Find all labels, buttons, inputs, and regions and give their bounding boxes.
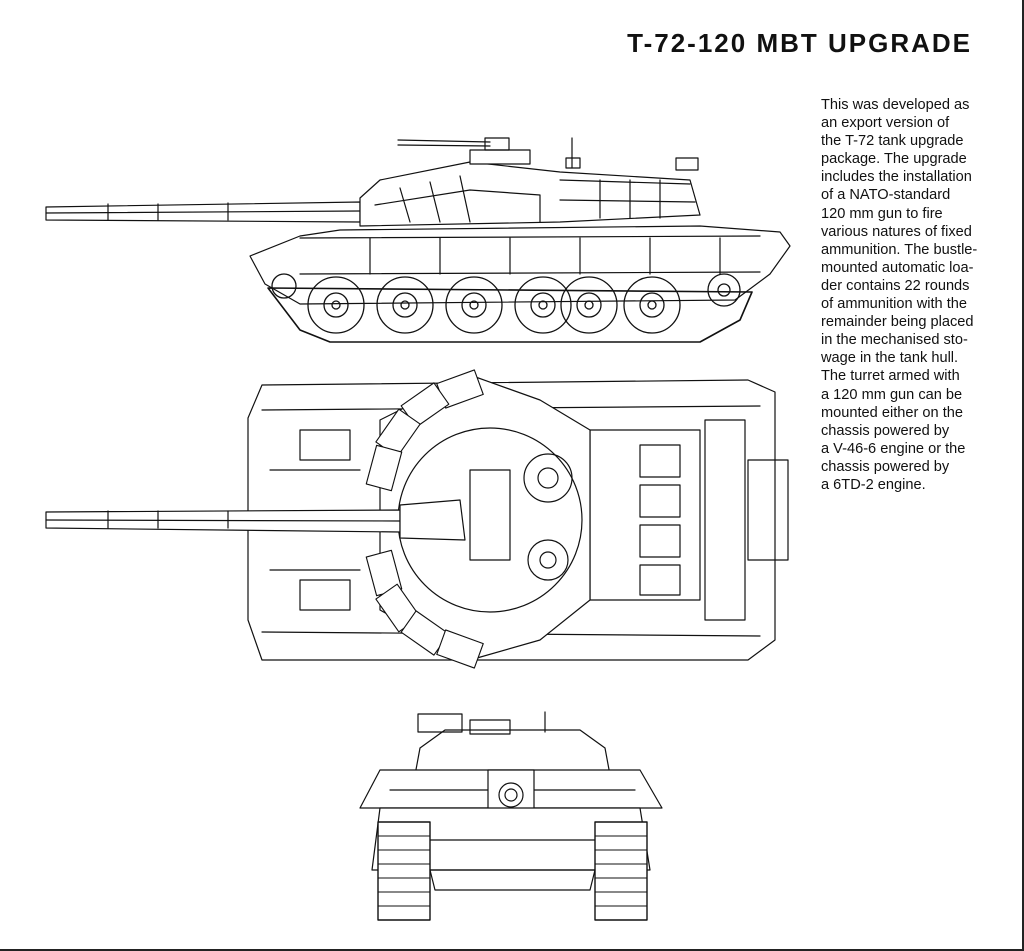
description-line: chassis powered by [821, 422, 950, 439]
front-view-drawing [360, 712, 662, 920]
description-text: This was developed as an export version … [821, 96, 1001, 494]
description-line: package. The upgrade [821, 151, 967, 168]
description-line: of ammunition with the [821, 296, 968, 313]
description-line: a V-46-6 engine or the [821, 440, 966, 457]
description-line: an export version of [821, 115, 950, 132]
description-line: various natures of fixed [821, 223, 972, 240]
description-line: The turret armed with [821, 368, 960, 385]
description-line: mounted automatic loa- [821, 259, 974, 276]
description-line: the T-72 tank upgrade [821, 133, 964, 150]
top-view-drawing [46, 370, 788, 668]
description-line: a 120 mm gun can be [821, 386, 963, 403]
description-line: 120 mm gun to fire [821, 205, 943, 222]
description-line: in the mechanised sto- [821, 332, 968, 349]
side-view-drawing [46, 138, 790, 342]
description-line: of a NATO-standard [821, 187, 951, 204]
description-line: mounted either on the [821, 404, 963, 421]
tank-drawings [0, 0, 800, 951]
description-line: der contains 22 rounds [821, 277, 970, 294]
description-line: This was developed as [821, 97, 970, 113]
description-line: remainder being placed [821, 314, 974, 331]
description-line: wage in the tank hull. [821, 350, 959, 367]
description-line: includes the installation [821, 169, 972, 186]
description-line: chassis powered by [821, 458, 950, 475]
page-title: T-72-120 MBT UPGRADE [627, 28, 972, 58]
description-line: a 6TD-2 engine. [821, 476, 926, 493]
description-line: ammunition. The bustle- [821, 241, 978, 258]
